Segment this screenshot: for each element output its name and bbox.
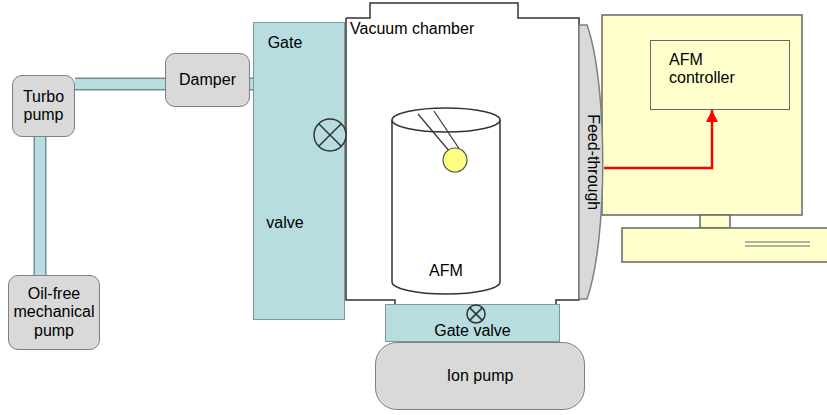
vacuum-pipe (40, 137, 41, 275)
pipe-outline (34, 137, 47, 275)
feed-through: Feed-through (578, 24, 604, 300)
node-label: Gate valve (254, 0, 316, 313)
node-label: Ion pump (447, 367, 514, 385)
cantilever (434, 111, 460, 150)
cylinder-body (392, 120, 500, 294)
vacuum-pipe (75, 84, 165, 85)
drive-slot (745, 242, 810, 243)
node-label: Feed-through (584, 114, 602, 210)
vacuum-chamber: Vacuum chamberAFM (345, 2, 580, 318)
pipe-fill (35, 137, 45, 275)
chamber-wall (346, 3, 579, 318)
pipe-fill (75, 79, 165, 89)
arrowhead (706, 110, 718, 122)
pump-box: Oil-free mechanical pump (8, 275, 100, 350)
node-label: Oil-free mechanical pump (13, 285, 95, 340)
valve-symbol (467, 305, 485, 323)
node-label: Vacuum chamber (350, 20, 474, 38)
afm-cylinder: AFM (390, 106, 502, 296)
node-label: AFM (429, 262, 463, 280)
arrow-line (604, 110, 712, 168)
pump-box: Turbo pump (12, 75, 75, 137)
cantilever (418, 114, 450, 152)
node-label: AFM controller (669, 51, 769, 88)
ion-pump-box: Ion pump (375, 342, 585, 410)
controller-screen: AFM controller (650, 40, 790, 110)
gate-valve-panel: Gate valve (253, 22, 345, 320)
node-label: Gate valve (434, 322, 510, 340)
node-label: Turbo pump (17, 88, 70, 125)
sample-disc (443, 148, 467, 172)
monitor-stand (700, 215, 730, 228)
damper-box: Damper (165, 53, 250, 107)
monitor (602, 15, 802, 215)
valve-symbol (314, 119, 346, 151)
signal-arrow (604, 110, 718, 168)
node-label: Damper (179, 71, 236, 89)
computer-base (622, 228, 827, 262)
drive-slot (745, 246, 810, 247)
pipe-outline (75, 78, 165, 91)
feed-through-flange (579, 25, 603, 299)
